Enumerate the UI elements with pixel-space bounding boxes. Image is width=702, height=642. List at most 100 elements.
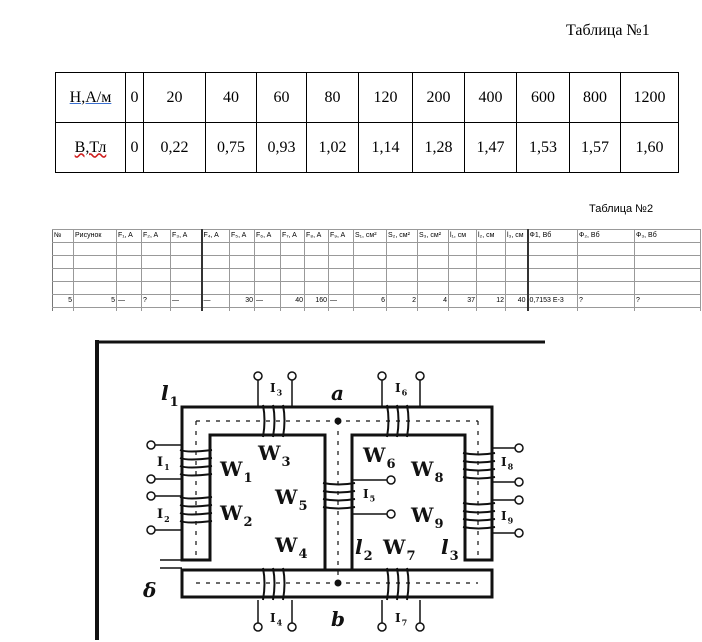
figure-label-subscript: 7 <box>402 618 408 628</box>
table2-header-cell: F₈, A <box>304 229 329 243</box>
table2-header-cell: S₁, см² <box>353 229 387 243</box>
table2-cell: ? <box>634 294 701 308</box>
table2-row <box>52 242 701 256</box>
table2-header-cell: Рисунок <box>73 229 117 243</box>
table1-cell: 1,53 <box>516 122 570 173</box>
table2-cell <box>634 242 701 256</box>
table2-cell <box>141 268 171 282</box>
table2-cell <box>170 255 202 269</box>
table2-cell <box>200 242 230 256</box>
table2-header-cell: Ф₂, Вб <box>577 229 635 243</box>
table2-row <box>52 307 701 311</box>
table1-cell: 1,28 <box>412 122 465 173</box>
figure-label: I <box>270 381 276 395</box>
table2-cell <box>116 242 142 256</box>
table2-cell <box>304 242 329 256</box>
table2-header-cell: F₄, A <box>200 229 230 243</box>
table2-cell <box>505 255 528 269</box>
table2-cell: 40 <box>280 294 305 308</box>
table2-cell <box>476 307 506 311</box>
table2-cell <box>386 242 418 256</box>
table2-cell <box>417 255 449 269</box>
table2-header-cell: l₃, см <box>505 229 528 243</box>
table2-cell <box>141 242 171 256</box>
table2-cell <box>328 255 354 269</box>
figure-label-subscript: 1 <box>170 395 179 410</box>
table2-cell: — <box>328 294 354 308</box>
table2-cell: — <box>200 294 230 308</box>
figure-label-subscript: 2 <box>243 515 252 530</box>
table2-row <box>52 268 701 282</box>
table1-cell: 60 <box>256 72 307 123</box>
table1-cell: 20 <box>143 72 206 123</box>
table2-cell <box>280 255 305 269</box>
table2-cell <box>386 307 418 311</box>
figure-label: l <box>355 535 363 559</box>
table1-cell: 1,02 <box>306 122 359 173</box>
table2-cell <box>254 255 281 269</box>
table2-cell <box>634 255 701 269</box>
table1-cell: 600 <box>516 72 570 123</box>
figure-label: W <box>362 443 386 467</box>
table2-cell <box>229 268 255 282</box>
table2-header-cell: Ф1, Вб <box>526 229 578 243</box>
table2-cell <box>52 242 74 256</box>
table2-cell <box>141 307 171 311</box>
table2-cell <box>141 255 171 269</box>
table2-header-cell: F₆, A <box>254 229 281 243</box>
table2-cell <box>353 307 387 311</box>
table2-cell <box>200 255 230 269</box>
table2-cell <box>417 268 449 282</box>
table2-cell <box>448 255 477 269</box>
table1-cell: 0 <box>125 72 144 123</box>
table2-cell <box>73 281 117 295</box>
table2-cell: 6 <box>353 294 387 308</box>
figure-label: W <box>410 457 434 481</box>
figure-label: W <box>274 485 298 509</box>
table1-cell: 200 <box>412 72 465 123</box>
table2-cell <box>417 281 449 295</box>
table2-cell <box>417 242 449 256</box>
table2-cell <box>170 307 202 311</box>
figure-label: l <box>441 535 449 559</box>
table2-cell <box>328 307 354 311</box>
table2-cell <box>141 281 171 295</box>
table2-cell <box>577 255 635 269</box>
table2-cell <box>386 268 418 282</box>
table2-cell <box>116 281 142 295</box>
table2-header-cell: Ф₃, Вб <box>634 229 701 243</box>
figure-label-subscript: 3 <box>281 455 290 470</box>
table2-row <box>52 281 701 295</box>
table2-cell: ? <box>141 294 171 308</box>
figure-label: W <box>382 535 406 559</box>
table2-cell: 12 <box>476 294 506 308</box>
table2-cell <box>73 255 117 269</box>
table2-header-cell: F₃, A <box>170 229 202 243</box>
table2-cell: — <box>170 294 202 308</box>
table2-cell <box>353 255 387 269</box>
table2-row <box>52 255 701 269</box>
table1-cell: 1200 <box>620 72 679 123</box>
table2-cell <box>526 281 578 295</box>
table2-header-cell: F₇, A <box>280 229 305 243</box>
table2-header-cell: № <box>52 229 74 243</box>
figure-label-subscript: 2 <box>164 514 170 524</box>
core-upper <box>180 405 494 572</box>
table2-header-cell: F₁, A <box>116 229 142 243</box>
figure-label-subscript: 4 <box>277 618 283 628</box>
figure-label-subscript: 5 <box>370 494 376 504</box>
core-yoke-bottom <box>180 568 494 599</box>
row-label: H,A/м <box>55 72 126 123</box>
table1-cell: 0,75 <box>205 122 257 173</box>
table2-cell: 4 <box>417 294 449 308</box>
table2-cell: 37 <box>448 294 477 308</box>
table2-cell <box>116 307 142 311</box>
table2-title: Таблица №2 <box>589 203 654 215</box>
figure-label-subscript: 1 <box>164 462 170 472</box>
figure-label: b <box>331 607 345 631</box>
table2-cell <box>526 242 578 256</box>
